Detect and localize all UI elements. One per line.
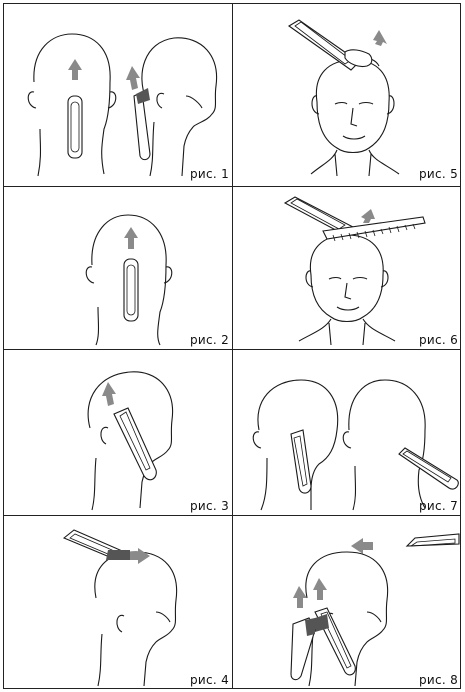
figure-1-panel: рис. 1 [4, 4, 231, 185]
figure-6-caption: рис. 6 [419, 333, 458, 347]
figure-4-illustration [4, 516, 231, 688]
figure-6-illustration [233, 187, 460, 348]
figure-2-panel: рис. 2 [4, 187, 231, 348]
figure-8-illustration [233, 516, 460, 688]
figure-3-caption: рис. 3 [190, 499, 229, 513]
figure-8-panel: рис. 8 [233, 516, 460, 688]
figure-3-panel: рис. 3 [4, 350, 231, 514]
figure-2-illustration [4, 187, 231, 348]
figure-5-caption: рис. 5 [419, 167, 458, 181]
figure-7-illustration [233, 350, 460, 514]
figure-3-illustration [4, 350, 231, 514]
figure-5-panel: рис. 5 [233, 4, 460, 185]
figure-4-panel: рис. 4 [4, 516, 231, 688]
figure-6-panel: рис. 6 [233, 187, 460, 348]
figure-2-caption: рис. 2 [190, 333, 229, 347]
figure-1-illustration [4, 4, 231, 185]
figure-5-illustration [233, 4, 460, 185]
figure-7-caption: рис. 7 [419, 499, 458, 513]
figure-7-panel: рис. 7 [233, 350, 460, 514]
figure-8-caption: рис. 8 [419, 673, 458, 687]
figure-1-caption: рис. 1 [190, 167, 229, 181]
figure-4-caption: рис. 4 [190, 673, 229, 687]
